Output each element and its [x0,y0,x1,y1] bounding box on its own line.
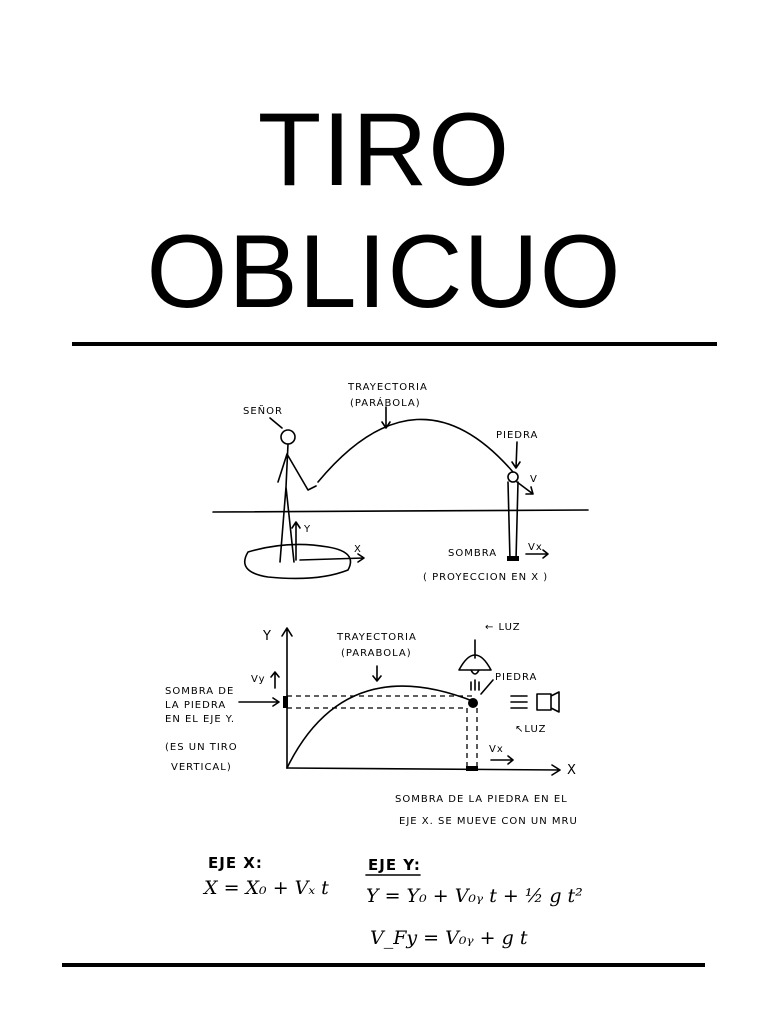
label-sombra-y-3: EN EL EJE Y. [165,714,235,725]
divider-bottom [62,963,705,967]
ground-patch [243,543,352,580]
stone-velocity-arrow [516,481,534,495]
label-tiro-vertical-1: (ES UN TIRO [165,742,238,753]
shadow-on-y [283,696,288,708]
label-trayectoria: TRAYECTORIA [347,382,428,393]
eje-x-equation: X = X₀ + Vₓ t [202,877,329,899]
trayectoria-pointer-2 [372,665,382,682]
label-senor: SEÑOR [243,404,283,417]
title-line-1: TIRO [257,92,511,208]
title-line-2: OBLICUO [146,214,622,330]
label-parabola-2: (PARABOLA) [341,648,412,659]
eje-x-heading: EJE X: [208,854,263,872]
man-body [277,443,317,563]
label-x: X [354,544,362,555]
label-sombra-y-2: LA PIEDRA [165,700,226,711]
label-sombra: SOMBRA [448,548,497,559]
stone [507,471,519,483]
label-piedra-2: PIEDRA [495,672,537,683]
label-luz-right: ↖LUZ [515,724,546,735]
equations-block: EJE X: X = X₀ + Vₓ t EJE Y: Y = Y₀ + V₀ᵧ… [202,854,583,949]
label-axis-x: X [567,763,577,778]
shadow-on-x [466,766,478,771]
piedra-pointer [511,441,521,469]
shadow-mark [507,556,519,561]
man-head [280,429,296,445]
eje-y-equation-1: Y = Y₀ + V₀ᵧ t + ½ g t² [366,885,583,907]
figure-throw-illustration: SEÑOR TRAYECTORIA (PARÁBOLA) PIEDRA V Y … [212,382,589,583]
vx-arrow-2 [490,755,514,765]
label-sombra-x-1: SOMBRA DE LA PIEDRA EN EL [395,794,568,805]
label-piedra: PIEDRA [496,430,538,441]
label-y: Y [303,524,311,535]
trajectory-parabola [317,418,514,483]
label-sombra-x-2: EJE X. SE MUEVE CON UN MRU [399,816,578,827]
divider-top [72,342,717,346]
label-axis-y: Y [262,629,272,644]
lamp-right [510,691,560,713]
shadow-column [507,481,519,561]
x-axis [286,764,561,776]
eje-y-equation-2: V_Fy = V₀ᵧ + g t [370,927,528,949]
vy-arrow [270,671,280,689]
label-vy: Vy [251,674,266,685]
figure-axes-diagram: Y X Vy Vx TRAYECTORIA (PARABOLA) ← LUZ P… [165,622,578,827]
piedra-pointer-2 [480,679,494,695]
trajectory-pointer [381,406,391,429]
label-vx: Vx [528,542,543,553]
label-trayectoria-2: TRAYECTORIA [336,632,417,643]
eje-y-heading: EJE Y: [368,856,421,874]
ground-line [212,509,589,513]
label-proyeccion: ( PROYECCION EN X ) [423,572,548,583]
vx-arrow [525,549,549,559]
label-tiro-vertical-2: VERTICAL) [171,762,232,773]
label-sombra-y-1: SOMBRA DE [165,686,234,697]
x-arrow-small [299,553,365,563]
parabola-curve [286,685,476,769]
stone-point [468,698,478,708]
y-arrow-small [291,521,301,561]
label-vx-2: Vx [489,744,504,755]
label-v: V [530,474,538,485]
label-parabola: (PARÁBOLA) [350,396,421,409]
label-luz-top: ← LUZ [485,622,521,633]
lamp-top [458,639,492,691]
